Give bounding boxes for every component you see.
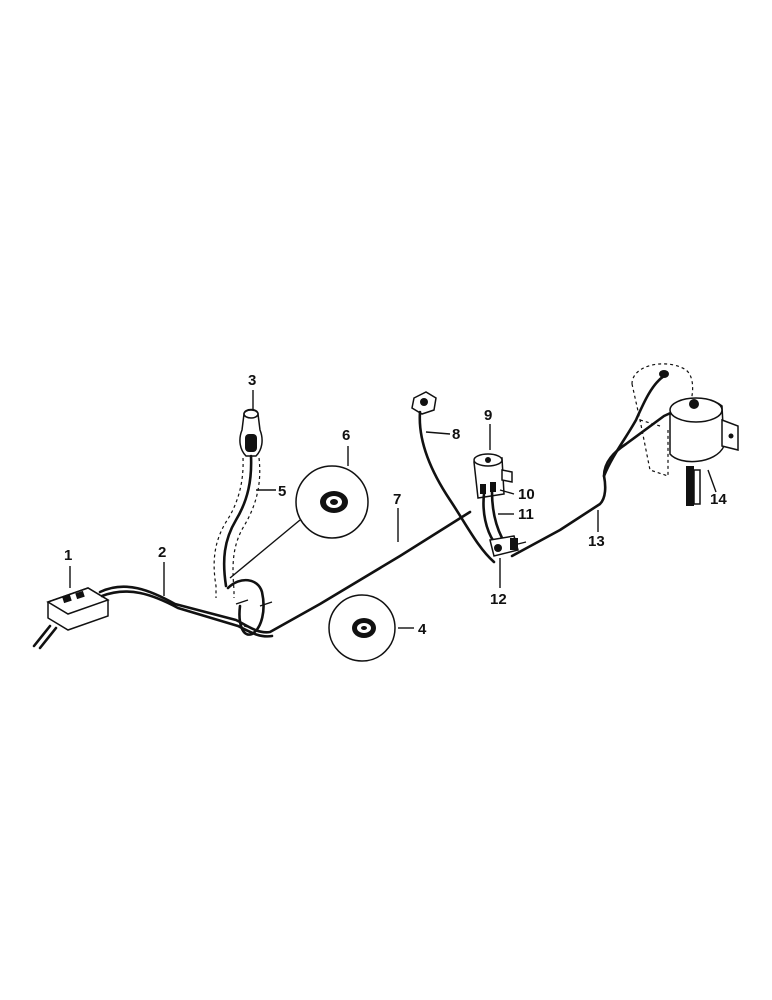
callout-7: 7: [393, 491, 401, 508]
switch-box-part: [32, 587, 110, 650]
motor-part: [631, 363, 739, 506]
callout-leaders: [69, 390, 717, 629]
solenoid-part: [473, 453, 513, 499]
harness-branch-wire: [100, 590, 274, 638]
callout-8: 8: [452, 426, 460, 443]
callout-4: 4: [418, 621, 427, 638]
grommet-detail-upper: [229, 465, 369, 579]
main-harness-wire: [98, 510, 472, 634]
sender-wire: [418, 410, 496, 564]
callout-10: 10: [518, 486, 535, 503]
harness-loop: [226, 578, 265, 636]
sender-part: [411, 391, 437, 415]
callout-6: 6: [342, 427, 350, 444]
callout-1: 1: [64, 547, 72, 564]
callout-14: 14: [710, 491, 727, 508]
toggle-switch-part: [489, 535, 527, 557]
lamp-conduit: [213, 457, 261, 598]
callout-5: 5: [278, 483, 286, 500]
lamp-wire: [222, 454, 253, 588]
callout-13: 13: [588, 533, 605, 550]
callout-11: 11: [518, 506, 534, 523]
callout-2: 2: [158, 544, 166, 561]
callout-12: 12: [490, 591, 507, 608]
motor-ground-wire: [602, 374, 666, 478]
grommet-detail-lower: [328, 594, 396, 662]
callout-3: 3: [248, 372, 256, 389]
callout-9: 9: [484, 407, 492, 424]
lamp-part: [239, 408, 263, 457]
connector-leads: [482, 490, 504, 544]
cable-ties: [235, 599, 273, 629]
